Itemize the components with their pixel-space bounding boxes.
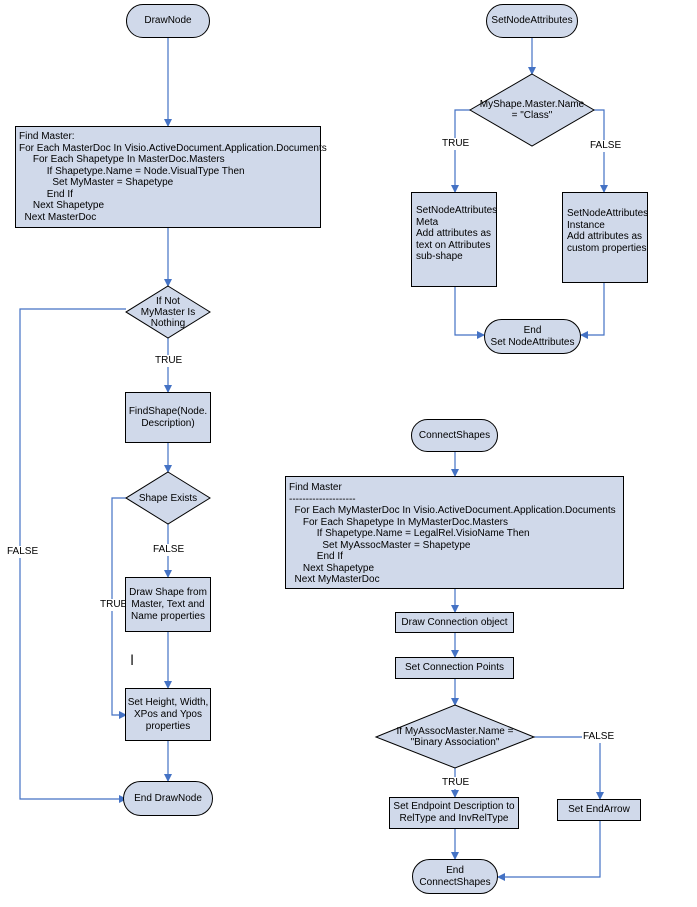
edge-setendarrow-to-end	[497, 821, 601, 881]
label-false-binary: FALSE	[582, 731, 616, 743]
text-cursor-icon: I	[130, 653, 135, 669]
connect-find-line: --------------------	[289, 493, 356, 505]
instance-line: SetNodeAttributes	[567, 208, 649, 219]
decision-class-label[interactable]: MyShape.Master.Name = "Class"	[479, 99, 585, 121]
set-endarrow-box[interactable]: Set EndArrow	[557, 799, 641, 821]
end-setnodeattributes[interactable]: End Set NodeAttributes	[484, 319, 581, 354]
edge-meta-to-end	[454, 287, 485, 339]
connect-find-line: Next Shapetype	[289, 562, 375, 574]
draw-connection-box[interactable]: Draw Connection object	[395, 612, 514, 633]
set-connection-points-box[interactable]: Set Connection Points	[395, 657, 514, 679]
connect-find-master-box[interactable]: Find Master -------------------- For Eac…	[285, 476, 624, 589]
edge-instance-to-end	[580, 283, 605, 339]
find-master-line: Find Master:	[19, 131, 75, 142]
find-master-line: Next Shapetype	[19, 200, 105, 211]
connect-find-line: If Shapetype.Name = LegalRel.VisioName T…	[289, 528, 530, 539]
connect-find-line: For Each MyMasterDoc In Visio.ActiveDocu…	[289, 505, 616, 516]
edge-decision-true-to-meta	[451, 109, 470, 193]
connect-find-line: End If	[289, 551, 343, 562]
label-true-binary: TRUE	[441, 777, 471, 789]
meta-line: Add attributes as	[416, 228, 492, 239]
label-false-class: FALSE	[589, 140, 623, 152]
start-setnodeattributes[interactable]: SetNodeAttributes	[486, 4, 578, 38]
find-master-line: If Shapetype.Name = Node.VisualType Then	[19, 165, 245, 177]
label-true-class: TRUE	[441, 138, 471, 150]
instance-line: Instance	[567, 219, 605, 231]
start-connectshapes[interactable]: ConnectShapes	[411, 419, 498, 452]
set-height-box[interactable]: Set Height, Width, XPos and Ypos propert…	[125, 688, 211, 741]
connect-find-line: Find Master	[289, 482, 342, 493]
draw-shape-box[interactable]: Draw Shape from Master, Text and Name pr…	[125, 577, 211, 632]
decision-ifnot-master-label[interactable]: If Not MyMaster Is Nothing	[140, 295, 196, 329]
label-true-shape: TRUE	[99, 599, 129, 611]
find-master-line: For Each Shapetype In MasterDoc.Masters	[19, 154, 225, 165]
find-shape-box[interactable]: FindShape(Node. Description)	[125, 392, 211, 443]
end-drawnode[interactable]: End DrawNode	[123, 781, 213, 816]
connect-find-line: Next MyMasterDoc	[289, 574, 380, 585]
label-false-ifnot: FALSE	[6, 546, 40, 558]
connect-find-line: Set MyAssocMaster = Shapetype	[289, 539, 471, 551]
edge-decision-false-to-setendarrow	[534, 736, 604, 800]
meta-box[interactable]: SetNodeAttributes Meta Add attributes as…	[411, 192, 497, 287]
set-endpoint-box[interactable]: Set Endpoint Description to RelType and …	[389, 797, 519, 829]
meta-line: Meta	[416, 216, 439, 228]
decision-shape-exists-label[interactable]: Shape Exists	[138, 492, 198, 504]
find-master-line: For Each MasterDoc In Visio.ActiveDocume…	[19, 142, 327, 154]
find-master-line: Set MyMaster = Shapetype	[19, 177, 174, 188]
connect-find-line: For Each Shapetype In MyMasterDoc.Master…	[289, 516, 508, 528]
label-true-ifnot: TRUE	[154, 355, 184, 367]
end-connectshapes[interactable]: End ConnectShapes	[412, 859, 498, 894]
meta-line: text on Attributes	[416, 239, 491, 251]
meta-line: SetNodeAttributes	[416, 205, 498, 216]
instance-line: Add attributes as	[567, 231, 643, 242]
find-master-box[interactable]: Find Master: For Each MasterDoc In Visio…	[15, 126, 327, 228]
start-drawnode[interactable]: DrawNode	[126, 4, 210, 38]
instance-line: custom properties	[567, 242, 647, 254]
instance-box[interactable]: SetNodeAttributes Instance Add attribute…	[562, 192, 648, 283]
decision-binary-assoc-label[interactable]: If MyAssocMaster.Name = "Binary Associat…	[396, 726, 514, 748]
label-false-shape: FALSE	[152, 544, 186, 556]
meta-line: sub-shape	[416, 251, 463, 262]
find-master-line: End If	[19, 188, 73, 200]
find-master-line: Next MasterDoc	[19, 211, 97, 223]
